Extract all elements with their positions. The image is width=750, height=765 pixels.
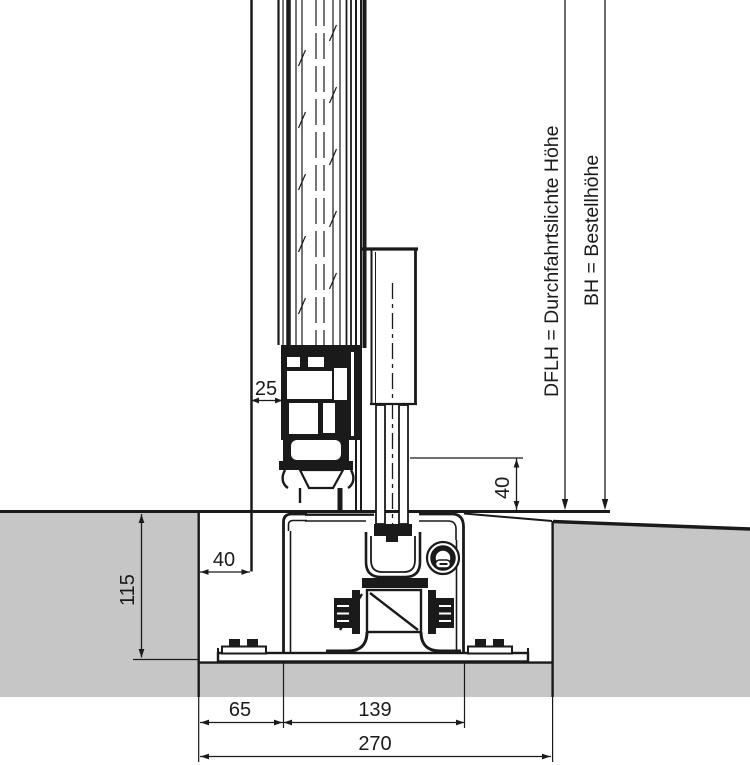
channel-right-lip	[419, 512, 465, 528]
dim-pit-total-width: 270	[200, 733, 551, 760]
dflh-reference: DFLH = Durchfahrtslichte Höhe	[541, 0, 569, 510]
bh-label: BH = Bestellhöhe	[581, 155, 603, 306]
bracket-bolt-left	[334, 590, 360, 634]
glass-hatch-ticks	[297, 24, 338, 315]
bh-reference: BH = Bestellhöhe	[581, 0, 609, 510]
pit-cover-slope-line	[463, 512, 553, 522]
dim-pit-depth: 115	[117, 514, 199, 661]
roller-pipe	[425, 540, 461, 576]
bracket-diagonal	[369, 592, 419, 631]
concrete-right-block	[553, 521, 750, 697]
dim-text-40-rail: 40	[492, 477, 514, 499]
seal-rubber-body	[298, 468, 345, 490]
bracket-foot-right	[419, 631, 461, 653]
bracket-foot-left	[326, 631, 369, 653]
bracket-bolt-right	[428, 590, 454, 634]
concrete-left-block	[0, 511, 198, 697]
dim-text-25: 25	[255, 378, 277, 400]
seal-fin-right	[347, 469, 355, 489]
channel-left-wall	[282, 512, 307, 654]
floor-anchor-right	[467, 639, 513, 655]
concrete-pit-floor	[198, 663, 553, 697]
dim-rail-bottom-height: 40	[410, 457, 523, 510]
dim-text-139: 139	[358, 699, 391, 721]
dim-text-65: 65	[229, 699, 251, 721]
dim-leaf-offset: 25	[251, 378, 283, 404]
concrete-section	[0, 511, 750, 697]
seal-fin-left	[281, 469, 289, 489]
floor-track-channel	[282, 512, 465, 654]
bracket-top-plate	[362, 578, 428, 588]
leaf-bottom-profile	[281, 345, 361, 440]
bottom-drop-seal	[279, 440, 355, 511]
base-plate	[216, 639, 530, 663]
floor-anchor-left	[221, 639, 267, 655]
dim-front-gap: 40	[200, 549, 250, 575]
guide-rail-left	[375, 404, 386, 525]
guide-rail-right	[398, 404, 409, 525]
dflh-label: DFLH = Durchfahrtslichte Höhe	[541, 126, 563, 398]
dimension-extension-lines	[198, 662, 554, 762]
dim-pit-front-and-track: 65 139	[200, 699, 465, 726]
right-floor-slope-line	[552, 519, 750, 531]
mounting-bracket	[326, 578, 461, 653]
dim-text-270: 270	[358, 733, 391, 755]
dim-text-40-front: 40	[213, 549, 235, 571]
dim-text-115: 115	[117, 574, 139, 606]
guide-post	[362, 247, 418, 525]
